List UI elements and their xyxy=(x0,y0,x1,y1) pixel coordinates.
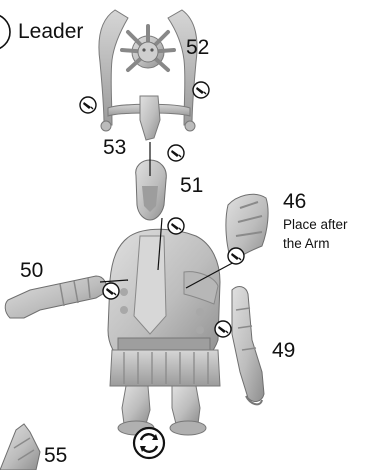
part-label-52: 52 xyxy=(186,36,209,60)
rotate-view-icon[interactable] xyxy=(134,428,164,458)
section-circle xyxy=(0,14,10,50)
part-label-55: 55 xyxy=(44,444,67,468)
part-label-53: 53 xyxy=(103,136,126,160)
part-label-50: 50 xyxy=(20,259,43,283)
part-55-partial xyxy=(0,424,40,470)
part-label-51: 51 xyxy=(180,174,203,198)
part-label-49: 49 xyxy=(272,339,295,363)
part-51-head xyxy=(136,160,167,220)
note-line-1: Place after xyxy=(283,216,348,233)
main-body xyxy=(108,229,220,435)
part-49-arm xyxy=(232,287,264,405)
part-53-crossbar xyxy=(101,96,195,140)
note-line-2: the Arm xyxy=(283,235,330,252)
part-label-46: 46 xyxy=(283,190,306,214)
section-title: Leader xyxy=(18,20,83,44)
